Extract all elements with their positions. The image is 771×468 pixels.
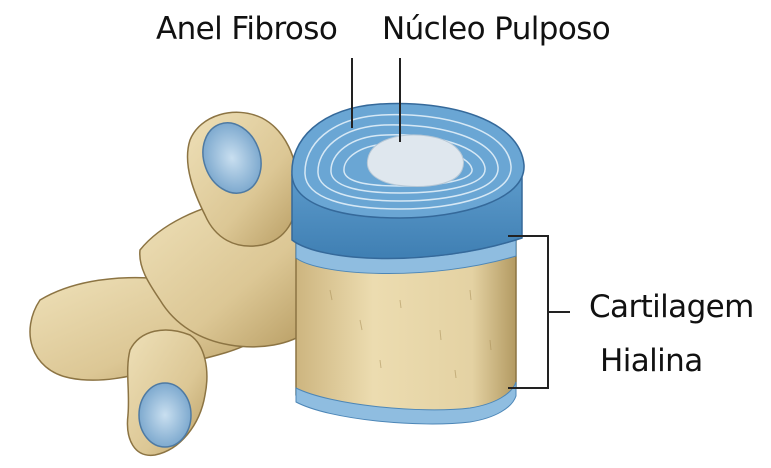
label-anel-fibroso: Anel Fibroso <box>156 14 337 45</box>
label-nucleo-pulposo: Núcleo Pulposo <box>382 14 610 45</box>
label-hialina: Hialina <box>600 346 703 377</box>
nucleus-pulposus <box>367 135 463 186</box>
inferior-facet <box>139 383 191 447</box>
label-cartilagem: Cartilagem <box>589 292 754 323</box>
